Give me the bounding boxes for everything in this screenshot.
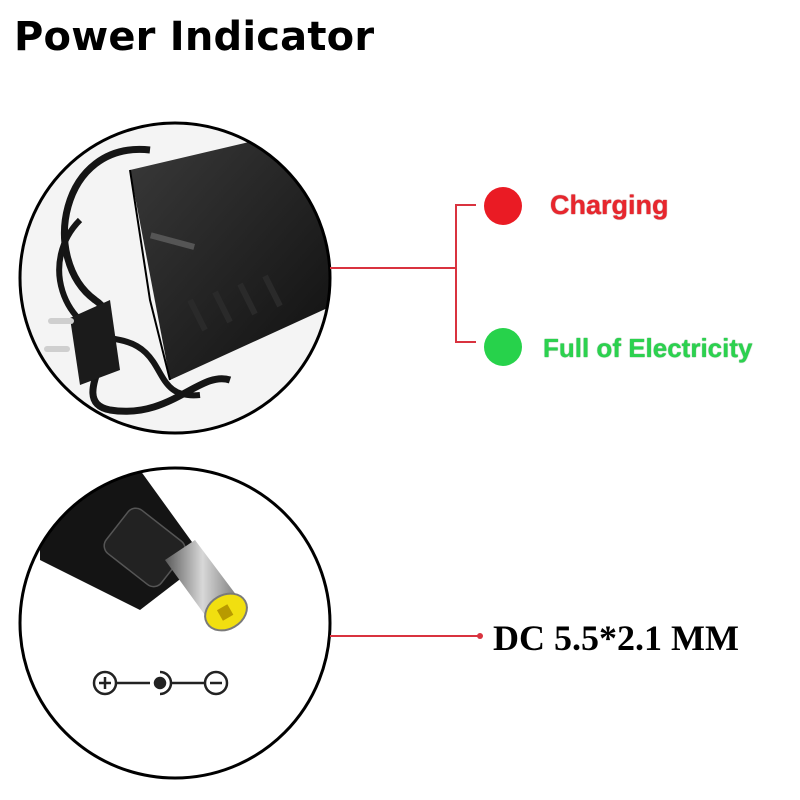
charging-label: Charging [550,190,669,220]
indicator-lines [330,204,478,637]
red-indicator-dot [484,187,522,225]
full-charge-label: Full of Electricity [543,333,753,363]
polarity-symbol [92,670,229,696]
dc-size-label: DC 5.5*2.1 MM [493,618,739,658]
adapter-frame [18,121,332,435]
adapter-photo [20,123,330,433]
dc-connector-photo [20,468,330,778]
page-title: Power Indicator [14,14,375,60]
green-indicator-dot [484,328,522,366]
dc-connector-frame [18,466,332,780]
